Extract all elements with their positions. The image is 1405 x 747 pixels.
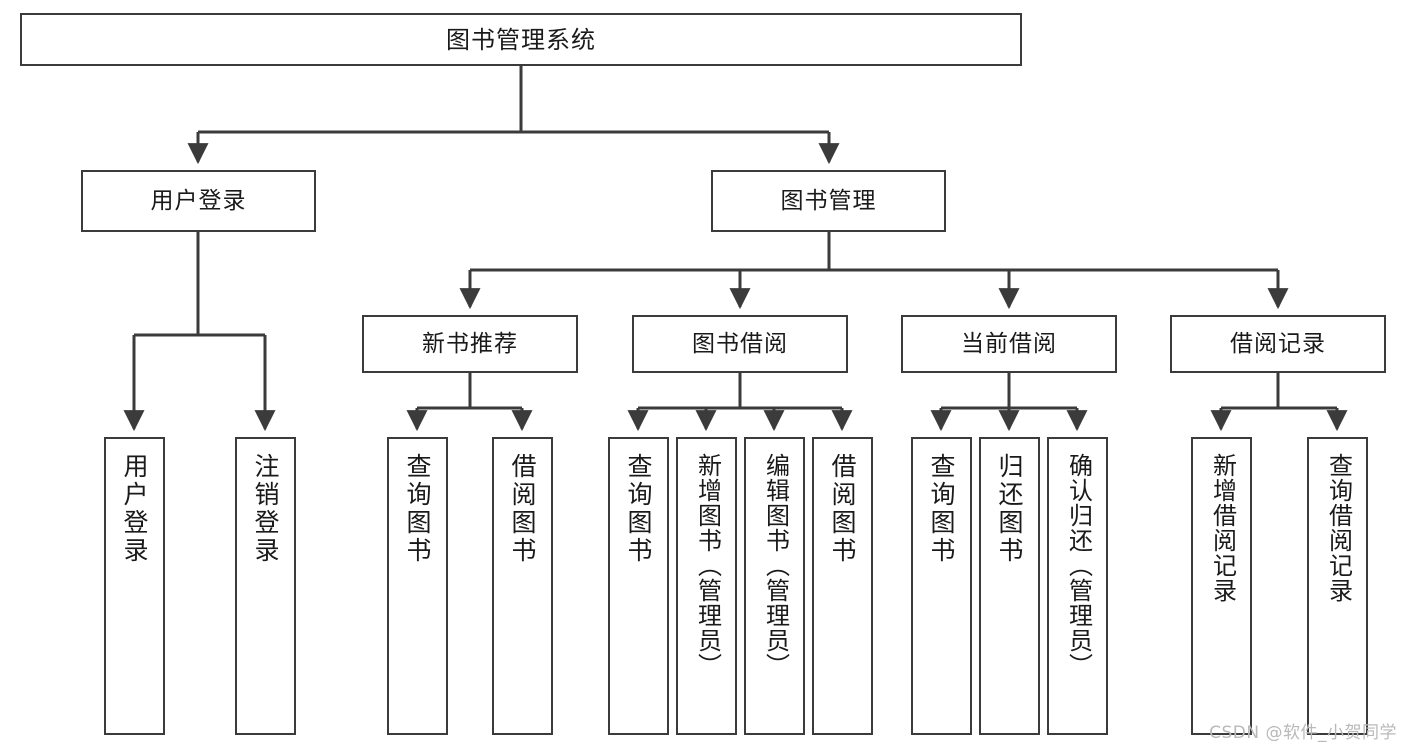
node-borrow-record[interactable]: 借阅记录 <box>1170 315 1386 373</box>
node-label: 当前借阅 <box>961 330 1057 357</box>
node-user-login[interactable]: 用户登录 <box>81 170 316 232</box>
node-label: 编辑图书（管理员） <box>761 453 790 678</box>
node-label: 图书管理 <box>780 187 877 214</box>
node-leaf-add-borrow-record[interactable]: 新增借阅记录 <box>1191 437 1252 735</box>
node-leaf-query-borrow-record[interactable]: 查询借阅记录 <box>1307 437 1368 735</box>
node-leaf-logout[interactable]: 注销登录 <box>235 437 296 735</box>
node-label: 新书推荐 <box>422 330 518 357</box>
node-leaf-query-book-current[interactable]: 查询图书 <box>911 437 972 735</box>
node-label: 查询借阅记录 <box>1324 453 1353 603</box>
node-label: 用户登录 <box>120 453 149 565</box>
node-leaf-borrow-book-recommend[interactable]: 借阅图书 <box>492 437 553 735</box>
node-leaf-query-book-recommend[interactable]: 查询图书 <box>387 437 448 735</box>
node-leaf-confirm-return-admin[interactable]: 确认归还（管理员） <box>1047 437 1108 735</box>
node-book-borrow[interactable]: 图书借阅 <box>632 315 848 373</box>
node-root-book-management-system[interactable]: 图书管理系统 <box>20 13 1022 66</box>
node-label: 查询图书 <box>624 453 653 565</box>
csdn-watermark: CSDN @软件_小贺同学 <box>1209 723 1397 743</box>
node-label: 借阅记录 <box>1230 330 1326 357</box>
node-label: 新增图书（管理员） <box>693 453 722 678</box>
node-label: 归还图书 <box>995 453 1024 565</box>
node-leaf-user-login[interactable]: 用户登录 <box>104 437 165 735</box>
node-label: 借阅图书 <box>828 453 857 565</box>
node-label: 查询图书 <box>403 453 432 565</box>
node-leaf-borrow-book[interactable]: 借阅图书 <box>812 437 873 735</box>
node-book-management[interactable]: 图书管理 <box>711 170 946 232</box>
node-label: 图书借阅 <box>692 330 788 357</box>
node-label: 确认归还（管理员） <box>1064 453 1093 678</box>
node-leaf-query-book-borrow[interactable]: 查询图书 <box>608 437 669 735</box>
node-leaf-edit-book-admin[interactable]: 编辑图书（管理员） <box>744 437 805 735</box>
node-leaf-return-book[interactable]: 归还图书 <box>979 437 1040 735</box>
node-new-book-recommend[interactable]: 新书推荐 <box>362 315 578 373</box>
node-label: 借阅图书 <box>508 453 537 565</box>
node-label: 注销登录 <box>251 453 280 565</box>
node-label: 用户登录 <box>150 187 247 214</box>
node-label: 查询图书 <box>927 453 956 565</box>
node-current-borrow[interactable]: 当前借阅 <box>901 315 1117 373</box>
node-leaf-add-book-admin[interactable]: 新增图书（管理员） <box>676 437 737 735</box>
node-label: 图书管理系统 <box>446 25 596 54</box>
node-label: 新增借阅记录 <box>1208 453 1237 603</box>
